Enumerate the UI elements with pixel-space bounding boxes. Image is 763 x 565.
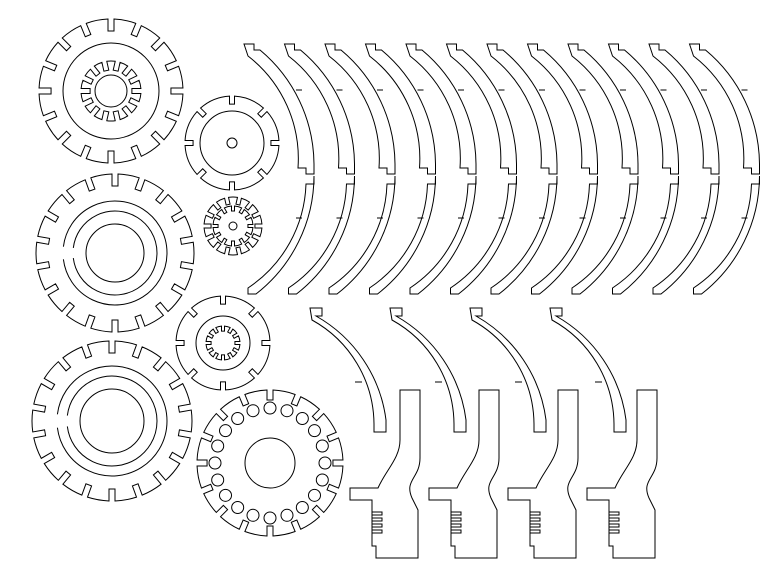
hole-ring-disc-hole <box>307 424 321 438</box>
arc-piece-lower <box>490 175 558 295</box>
arc-piece-lower <box>571 175 639 295</box>
arc-piece-lower <box>612 175 679 295</box>
hole-ring-disc-hole <box>219 488 233 502</box>
gear-disc-inner <box>212 205 254 247</box>
hole-ring-disc-outline <box>196 389 344 537</box>
hole-ring-disc-hole <box>211 473 225 487</box>
finger-bracket-slot <box>371 517 383 522</box>
ring-disc-inner-ring <box>195 315 251 371</box>
ring-disc-center-hole <box>226 137 238 149</box>
finger-bracket-outline <box>349 389 421 559</box>
hole-ring-disc-hole <box>307 488 321 502</box>
hole-ring-disc-hole <box>263 401 277 415</box>
hole-ring-disc-hole <box>231 500 245 514</box>
finger-bracket-outline <box>428 389 500 559</box>
finger-bracket-slot <box>608 523 620 528</box>
finger-bracket-slot <box>450 517 462 522</box>
ring-disc-outline <box>184 95 280 191</box>
hole-ring-disc-center-hole <box>244 437 296 489</box>
arc-piece-lower <box>288 175 355 295</box>
arc-piece-upper <box>607 43 679 175</box>
arc-piece-lower <box>531 175 598 295</box>
finger-bracket-slot <box>529 511 541 516</box>
leaf-arc-piece <box>389 307 467 433</box>
arc-piece-upper <box>526 43 598 175</box>
arc-piece-lower <box>693 175 760 295</box>
disc-parts <box>31 18 344 537</box>
arc-piece-upper <box>283 43 355 175</box>
gear-disc-outline <box>203 196 263 256</box>
arc-piece-lower <box>409 175 477 295</box>
hole-ring-disc-hole <box>318 456 332 470</box>
slotted-disc-outline <box>35 173 195 333</box>
disc-split-ring <box>56 365 168 477</box>
hole-ring-disc-hole <box>295 412 309 426</box>
finger-bracket-outline <box>586 389 658 559</box>
finger-bracket-parts <box>349 389 658 559</box>
hole-ring-disc-hole <box>246 404 260 418</box>
finger-bracket-slot <box>529 529 541 534</box>
disc-center-hole <box>79 388 145 454</box>
hole-ring-disc-hole <box>263 511 277 525</box>
hole-ring-disc-hole <box>208 456 222 470</box>
finger-bracket-slot <box>450 511 462 516</box>
disc-split-ring <box>72 210 158 296</box>
disc-hub-gear <box>80 60 142 122</box>
disc-center-hole <box>85 223 145 283</box>
disc-split-ring <box>66 375 158 467</box>
ring-disc-inner-ring <box>199 110 265 176</box>
arc-piece-upper <box>405 43 477 175</box>
arc-piece-lower <box>450 175 517 295</box>
gear-disc-center-hole <box>228 221 238 231</box>
disc-split-ring <box>62 200 168 306</box>
hole-ring-disc-hole <box>315 473 329 487</box>
hole-ring-disc-hole <box>295 500 309 514</box>
slotted-disc-outline <box>38 18 184 164</box>
finger-bracket-outline <box>507 389 579 559</box>
finger-bracket-slot <box>608 529 620 534</box>
finger-bracket-slot <box>371 523 383 528</box>
hole-ring-disc-hole <box>246 508 260 522</box>
finger-bracket-slot <box>608 517 620 522</box>
arc-piece-upper <box>445 43 517 175</box>
hole-ring-disc-hole <box>231 412 245 426</box>
arc-piece-upper <box>364 43 436 175</box>
finger-bracket-slot <box>529 523 541 528</box>
hole-ring-disc-hole <box>280 404 294 418</box>
arc-piece-lower <box>328 175 396 295</box>
finger-bracket-slot <box>371 529 383 534</box>
hole-ring-disc-hole <box>280 508 294 522</box>
leaf-arc-piece <box>549 307 627 433</box>
ring-disc-outline <box>175 295 271 391</box>
arc-piece-lower <box>247 175 315 295</box>
arc-piece-upper <box>486 43 558 175</box>
arc-piece-upper <box>648 43 720 175</box>
hole-ring-disc-hole <box>219 424 233 438</box>
disc-hub-hole <box>94 74 128 108</box>
hole-ring-disc-hole <box>211 439 225 453</box>
leaf-arc-parts <box>309 307 627 433</box>
arc-piece-upper <box>688 43 760 175</box>
arc-piece-lower <box>369 175 436 295</box>
leaf-arc-piece <box>309 307 387 433</box>
finger-bracket-slot <box>450 529 462 534</box>
arc-piece-upper <box>243 43 315 175</box>
leaf-arc-piece <box>469 307 547 433</box>
finger-bracket-slot <box>529 517 541 522</box>
finger-bracket-slot <box>450 523 462 528</box>
disc-inner-ring <box>62 42 160 140</box>
finger-bracket-slot <box>608 511 620 516</box>
arc-parts <box>243 43 760 295</box>
ring-disc-gear-hub <box>205 325 241 361</box>
hole-ring-disc-hole <box>315 439 329 453</box>
slotted-disc-outline <box>31 340 193 502</box>
finger-bracket-slot <box>371 511 383 516</box>
arc-piece-upper <box>324 43 396 175</box>
arc-piece-lower <box>652 175 720 295</box>
arc-piece-upper <box>567 43 639 175</box>
